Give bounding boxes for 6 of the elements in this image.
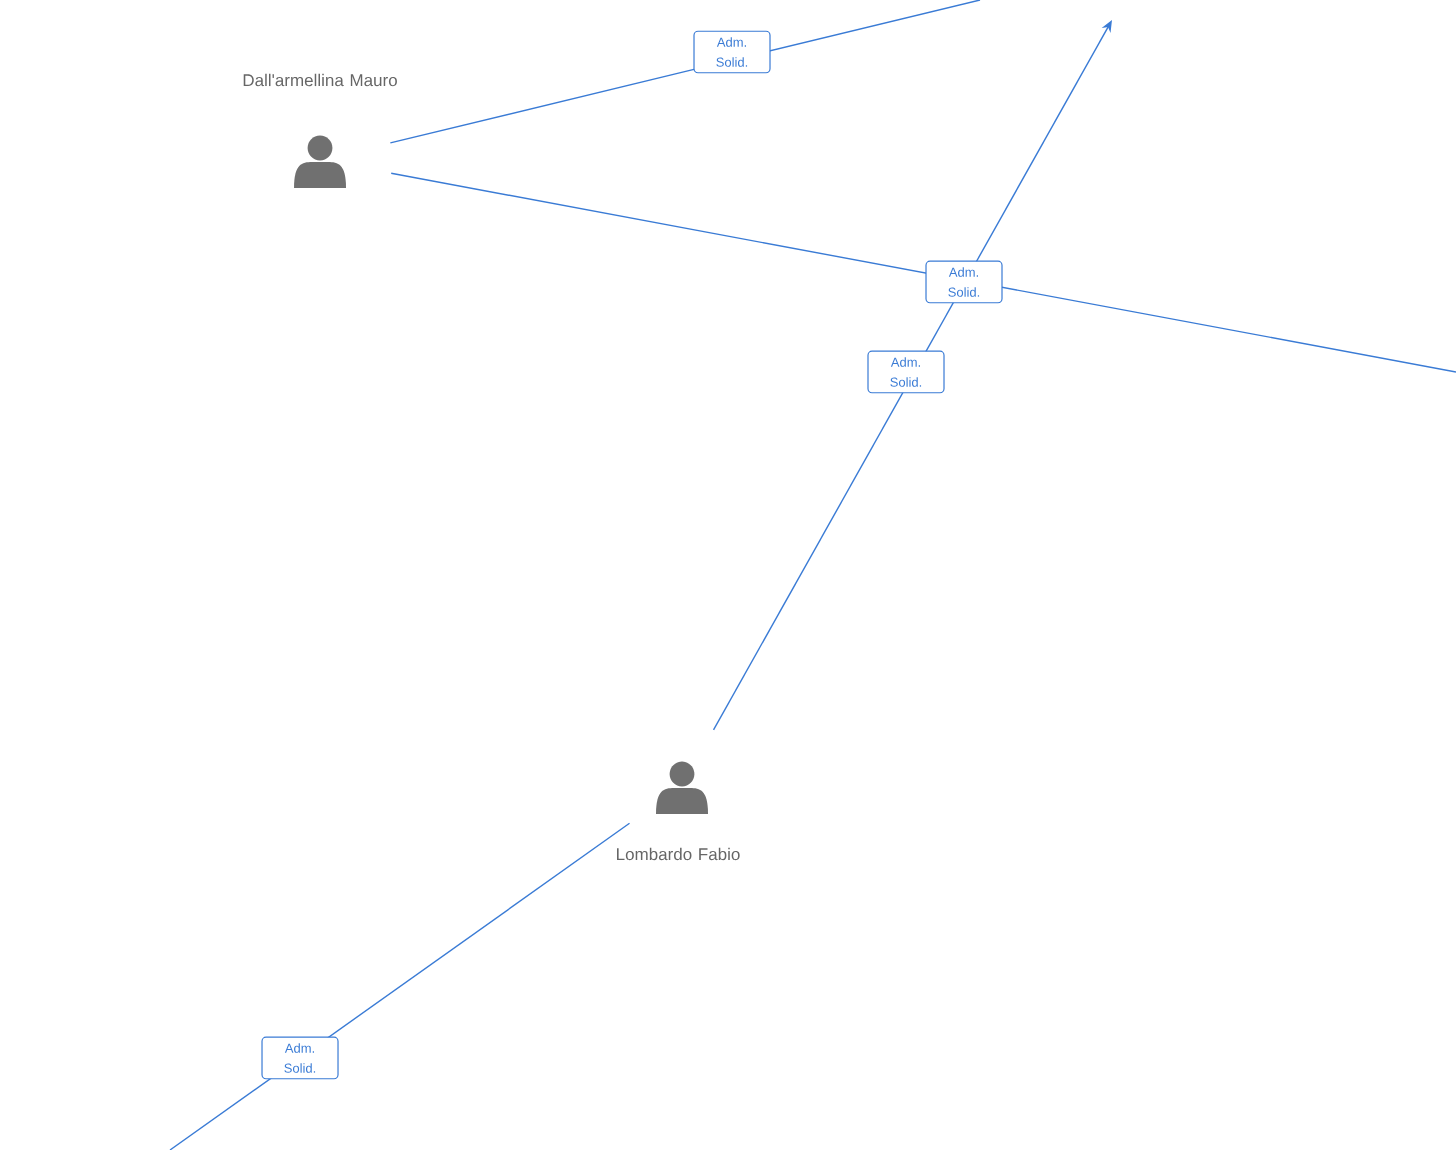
person-name: Lombardo Fabio bbox=[617, 847, 740, 861]
person-icon bbox=[656, 761, 708, 814]
person-name: Dall'armellina Mauro bbox=[243, 73, 397, 87]
connector bbox=[390, 172, 1456, 373]
connector bbox=[712, 20, 1112, 731]
person-icon bbox=[294, 135, 346, 188]
